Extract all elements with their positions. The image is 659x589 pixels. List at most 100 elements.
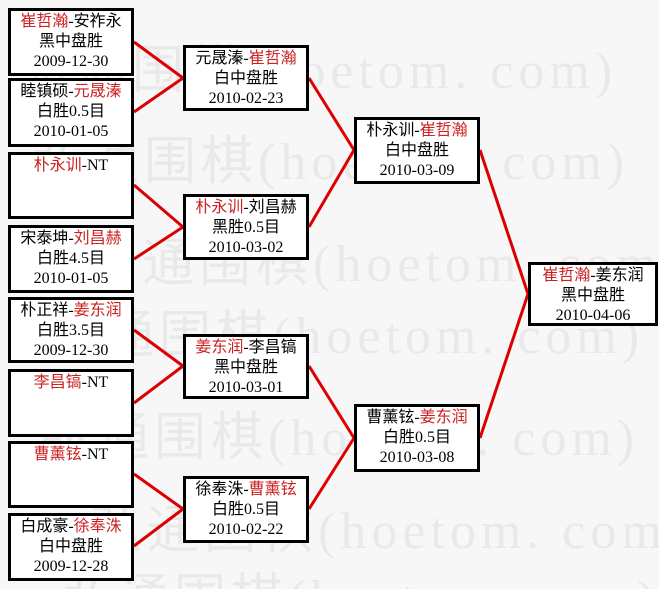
match-players: 曹薰铉-姜东润 [357,408,477,428]
match-result: 白胜4.5目 [36,250,105,267]
players-separator: - [243,50,249,67]
match-date: 2010-04-06 [555,307,631,324]
player1-name: 白成豪 [20,518,69,535]
player2-name: 安祚永 [73,13,122,30]
match-date: 2009-12-30 [33,342,109,359]
match-box-round1-6: 李昌镐-NT [8,369,134,437]
player2-name: 元晟溱 [73,83,122,100]
match-players: 朴永训-崔哲瀚 [357,121,477,141]
player2-name: 曹薰铉 [248,481,297,498]
match-players: 元晟溱-崔哲瀚 [186,49,306,69]
match-box-round1-3: 朴永训-NT [8,152,134,219]
player2-name: 刘昌赫 [73,230,122,247]
player1-name: 李昌镐 [33,374,82,391]
match-date: 2010-01-05 [33,123,109,140]
player2-name: NT [87,157,109,174]
match-date: 2010-03-01 [208,379,284,396]
match-box-round2-1: 元晟溱-崔哲瀚 白中盘胜 2010-02-23 [183,45,309,111]
match-box-semifinal-1: 朴永训-崔哲瀚 白中盘胜 2010-03-09 [354,117,480,184]
match-box-round1-8: 白成豪-徐奉洙 白中盘胜 2009-12-28 [8,513,134,581]
connector-line [478,149,530,295]
match-result: 黑胜0.5目 [211,219,280,236]
match-date: 2010-02-22 [208,521,284,538]
player2-name: 崔哲瀚 [419,122,468,139]
players-separator: - [243,481,249,498]
match-result: 白胜0.5目 [382,429,451,446]
player2-name: NT [87,446,109,463]
player1-name: 曹薰铉 [33,446,82,463]
match-box-round2-3: 姜东润-李昌镐 黑中盘胜 2010-03-01 [183,334,309,399]
player1-name: 崔哲瀚 [542,267,591,284]
match-result: 黑中盘胜 [213,359,278,376]
player2-name: 徐奉洙 [73,518,122,535]
players-separator: - [414,409,420,426]
match-box-semifinal-2: 曹薰铉-姜东润 白胜0.5目 2010-03-08 [354,404,480,472]
match-result: 黑中盘胜 [560,287,625,304]
match-players: 朴正祥-姜东润 [11,301,131,321]
player1-name: 曹薰铉 [366,409,415,426]
match-date: 2010-02-23 [208,90,284,107]
players-separator: - [68,83,74,100]
players-separator: - [68,302,74,319]
player2-name: 姜东润 [419,409,468,426]
player1-name: 宋泰坤 [20,230,69,247]
players-separator: - [68,13,74,30]
match-result: 白中盘胜 [213,70,278,87]
match-box-round1-7: 曹薰铉-NT [8,441,134,508]
match-players: 宋泰坤-刘昌赫 [11,229,131,249]
connector-line [133,225,184,261]
connector-line [307,365,356,439]
match-players: 崔哲瀚-安祚永 [11,12,131,32]
match-box-round2-4: 徐奉洙-曹薰铉 白胜0.5目 2010-02-22 [183,476,309,543]
match-result: 白中盘胜 [384,142,449,159]
match-box-round1-1: 崔哲瀚-安祚永 黑中盘胜 2009-12-30 [8,8,134,76]
player2-name: 刘昌赫 [248,199,297,216]
match-date: 2009-12-28 [33,558,109,575]
match-box-final: 崔哲瀚-姜东润 黑中盘胜 2010-04-06 [528,262,658,326]
connector-line [307,149,356,228]
player1-name: 元晟溱 [195,50,244,67]
match-box-round1-5: 朴正祥-姜东润 白胜3.5目 2009-12-30 [8,297,134,363]
player2-name: 李昌镐 [248,339,297,356]
player2-name: 崔哲瀚 [248,50,297,67]
player1-name: 朴永训 [366,122,415,139]
match-result: 白胜0.5目 [36,103,105,120]
connector-line [133,507,184,548]
connector-line [478,293,530,439]
player2-name: NT [87,374,109,391]
players-separator: - [81,446,87,463]
players-separator: - [81,157,87,174]
players-separator: - [81,374,87,391]
players-separator: - [590,267,596,284]
match-players: 崔哲瀚-姜东润 [531,266,655,286]
player2-name: 姜东润 [595,267,644,284]
match-players: 睦镇硕-元晟溱 [11,82,131,102]
match-box-round2-2: 朴永训-刘昌赫 黑胜0.5目 2010-03-02 [183,194,309,260]
match-date: 2010-03-08 [379,449,455,466]
connector-line [307,77,356,151]
connector-line [133,364,184,405]
players-separator: - [414,122,420,139]
match-date: 2010-03-09 [379,162,455,179]
connector-line [133,472,184,511]
player1-name: 朴永训 [195,199,244,216]
player1-name: 徐奉洙 [195,481,244,498]
player1-name: 崔哲瀚 [20,13,69,30]
match-box-round1-4: 宋泰坤-刘昌赫 白胜4.5目 2010-01-05 [8,225,134,293]
player1-name: 姜东润 [195,339,244,356]
player1-name: 朴永训 [33,157,82,174]
match-players: 朴永训-刘昌赫 [186,198,306,218]
match-result: 黑中盘胜 [38,33,103,50]
connector-line [133,76,184,114]
players-separator: - [243,339,249,356]
match-result: 白胜3.5目 [36,322,105,339]
players-separator: - [68,230,74,247]
player2-name: 姜东润 [73,302,122,319]
match-players: 徐奉洙-曹薰铉 [186,480,306,500]
match-date: 2010-01-05 [33,270,109,287]
match-players: 李昌镐-NT [11,373,131,393]
connector-line [307,437,356,510]
players-separator: - [243,199,249,216]
